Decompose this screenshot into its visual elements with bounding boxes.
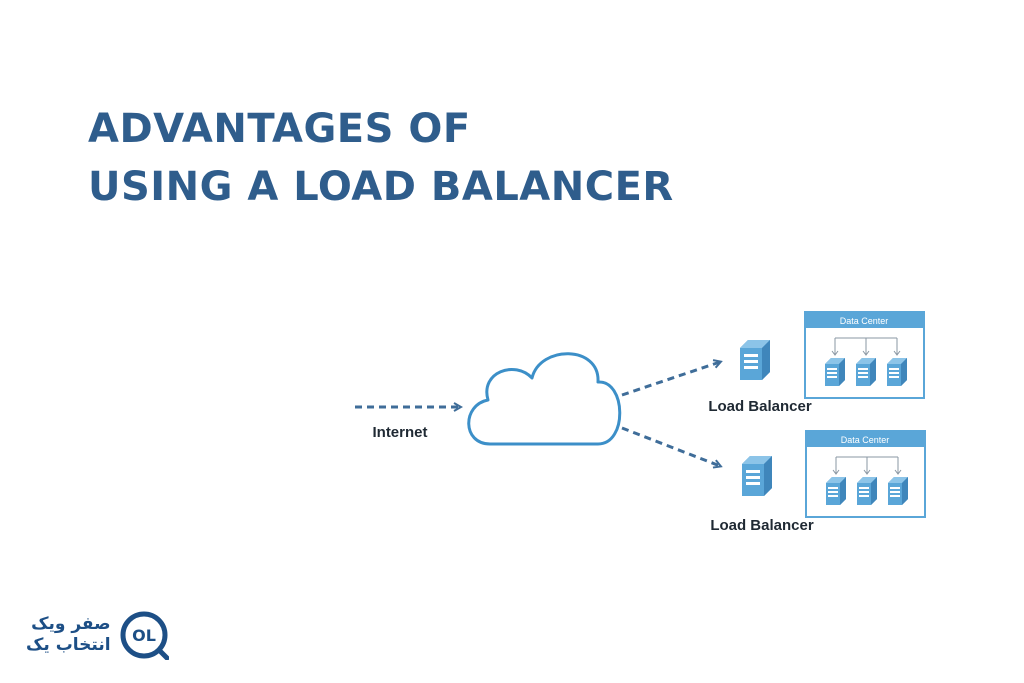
brand-logo: صفر ویک انتخاب یک OL bbox=[26, 610, 169, 660]
load-balancer-icon bbox=[742, 456, 772, 496]
server-icon bbox=[826, 477, 846, 505]
upper-load-balancer-label: Load Balancer bbox=[708, 398, 812, 415]
page-title: ADVANTAGES OF USING A LOAD BALANCER bbox=[88, 100, 674, 216]
upper-data-center-title: Data Center bbox=[840, 316, 889, 326]
server-icon bbox=[856, 358, 876, 386]
server-icon bbox=[857, 477, 877, 505]
logo-mark-text: OL bbox=[132, 626, 156, 645]
logo-line-1: صفر ویک bbox=[31, 614, 111, 634]
title-line-2: USING A LOAD BALANCER bbox=[88, 164, 674, 210]
load-balancer-icon bbox=[740, 340, 770, 380]
server-icon bbox=[887, 358, 907, 386]
logo-text: صفر ویک انتخاب یک bbox=[26, 614, 111, 656]
lower-data-center: Data Center bbox=[805, 430, 926, 518]
upper-data-center: Data Center bbox=[804, 311, 925, 399]
cloud-icon bbox=[467, 352, 622, 446]
upper-arrow bbox=[621, 362, 720, 397]
lower-data-center-title: Data Center bbox=[841, 435, 890, 445]
lower-arrow bbox=[621, 426, 720, 466]
server-icon bbox=[825, 358, 845, 386]
logo-mark-icon: OL bbox=[120, 611, 169, 660]
internet-label: Internet bbox=[372, 424, 427, 441]
lower-load-balancer-label: Load Balancer bbox=[710, 517, 814, 534]
title-line-1: ADVANTAGES OF bbox=[88, 106, 471, 152]
logo-line-2: انتخاب یک bbox=[26, 635, 111, 655]
server-icon bbox=[888, 477, 908, 505]
